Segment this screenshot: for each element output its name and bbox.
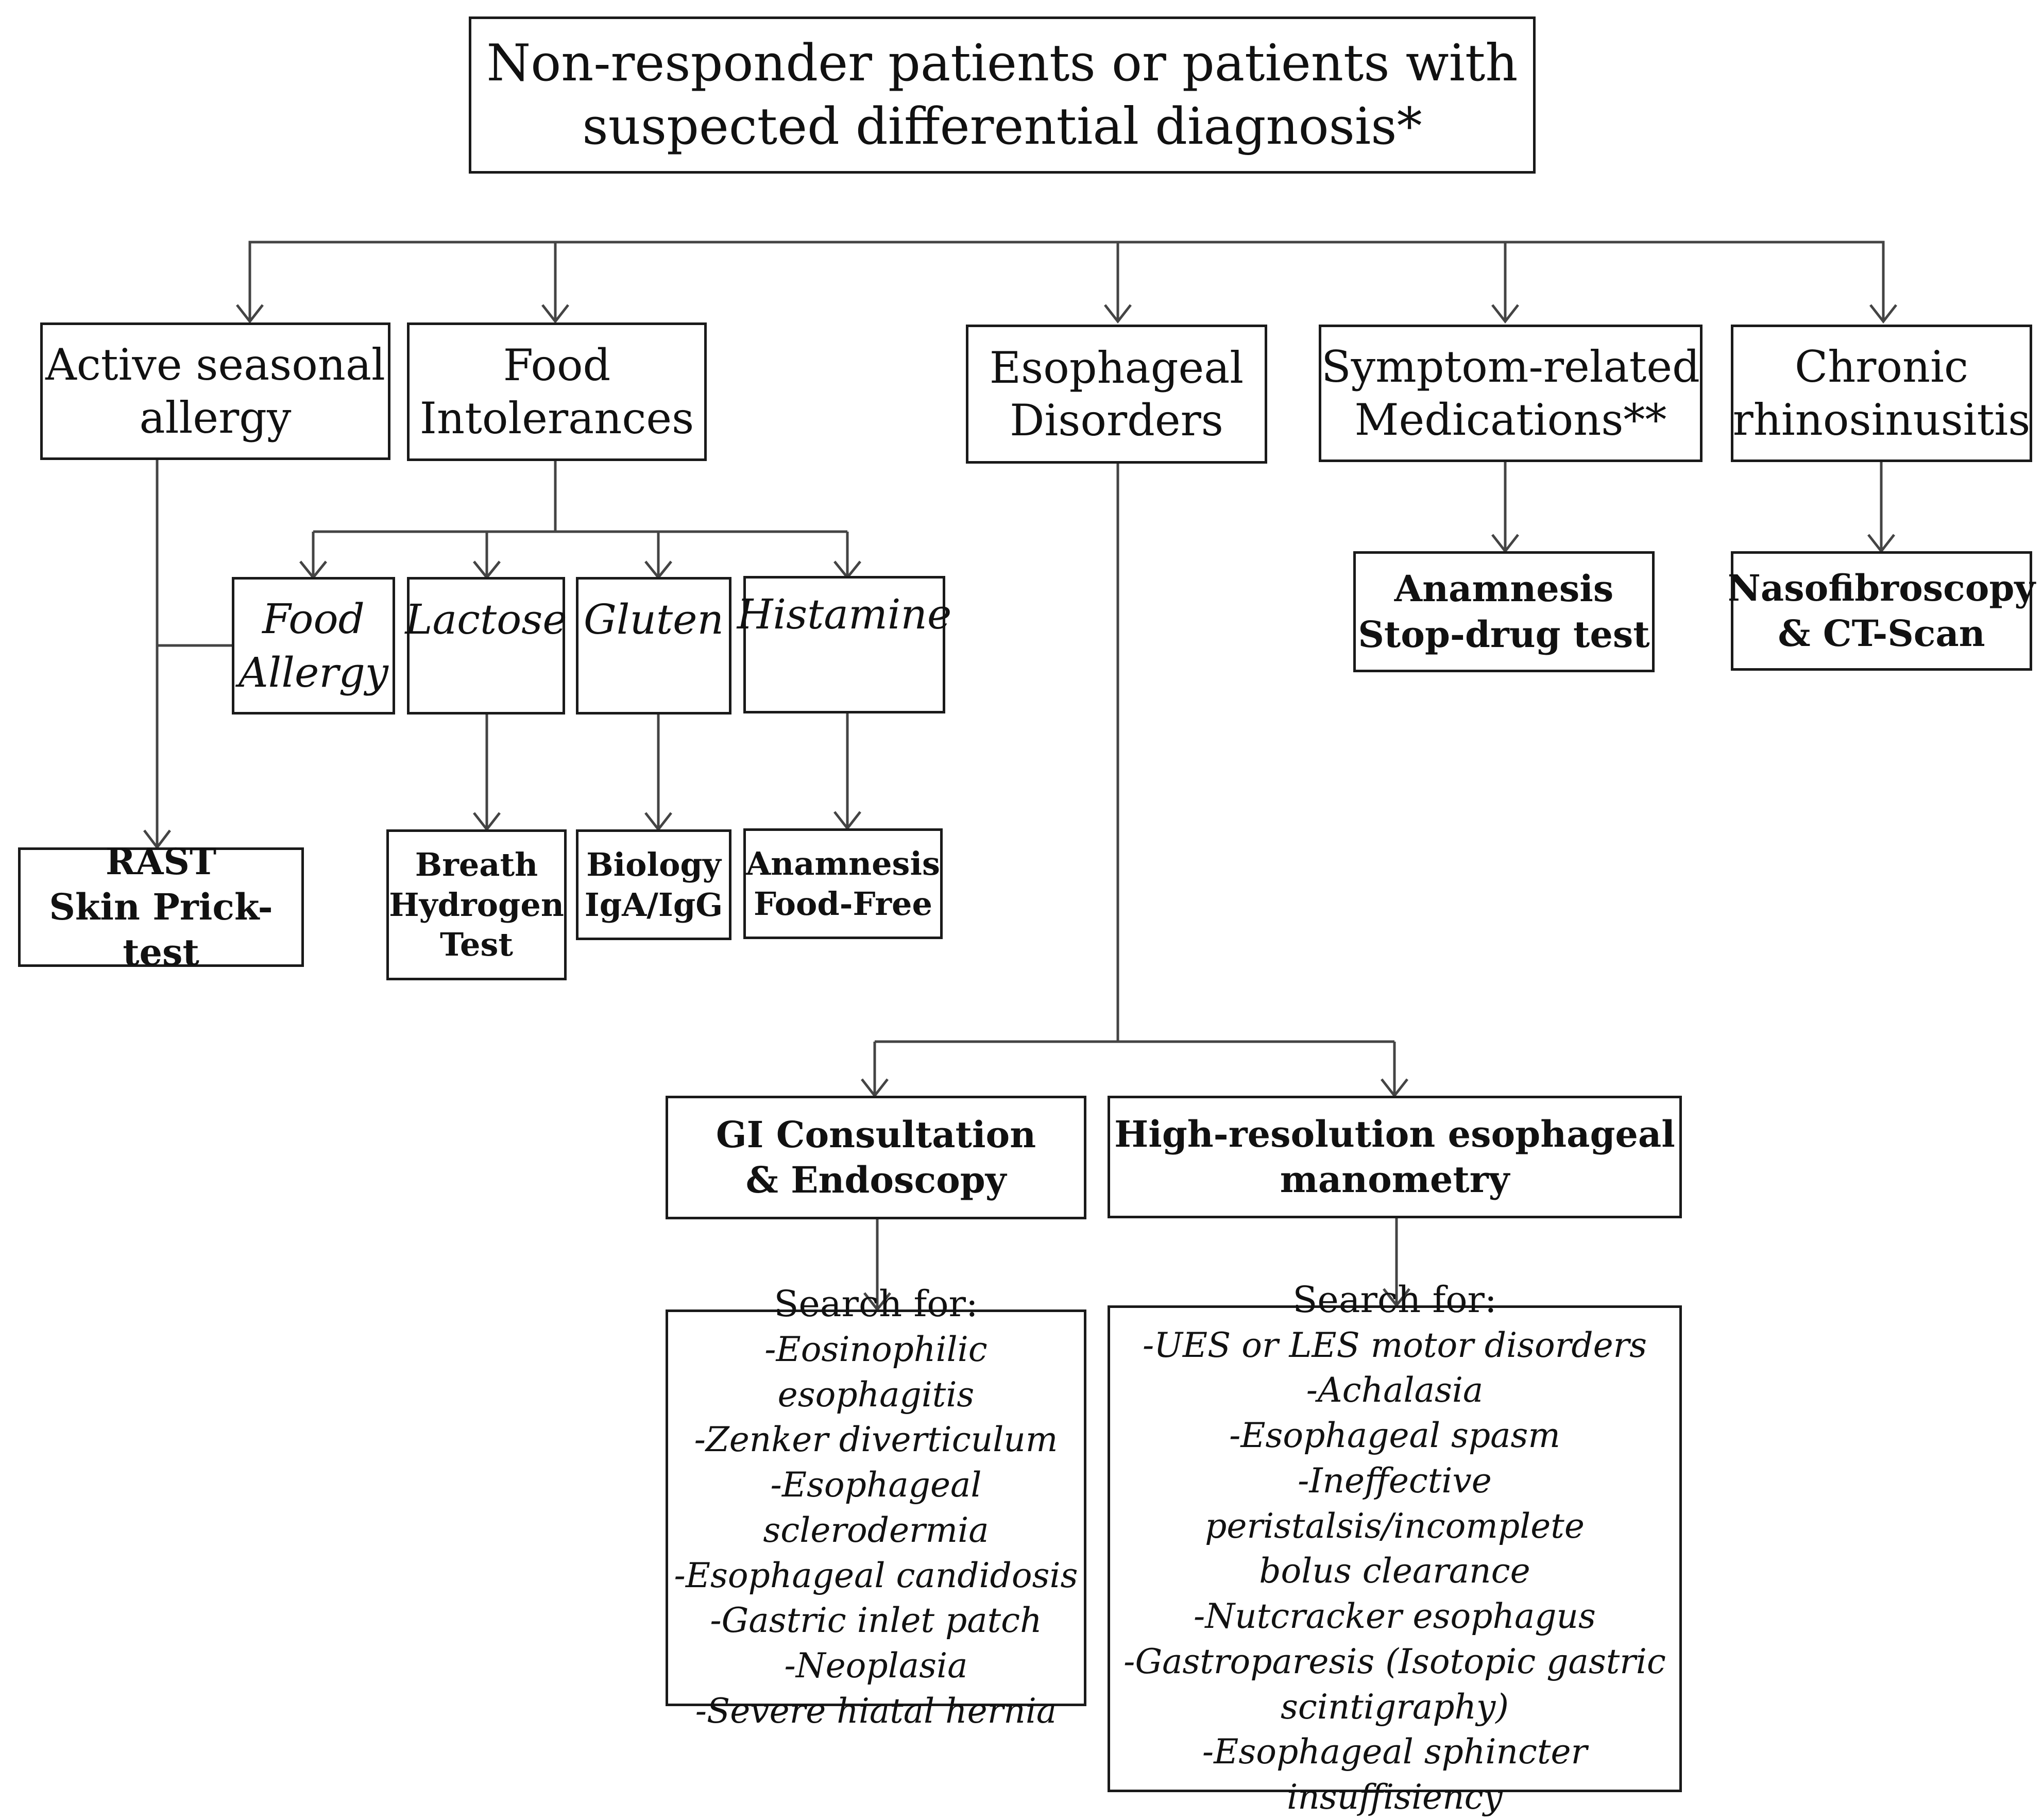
rast-box: RAST Skin Prick-test xyxy=(18,840,304,974)
gi-search-heading: Search for: xyxy=(774,1283,978,1325)
gi-search-item: -Esophageal sclerodermia xyxy=(763,1465,989,1550)
connector-food-drops xyxy=(312,532,849,576)
manometry-search-item: -Esophageal spasm xyxy=(1229,1416,1560,1456)
biology-line-1: Biology xyxy=(586,846,721,883)
connector-root-bus xyxy=(248,241,1885,282)
manometry-search-item: -UES or LES motor disorders xyxy=(1142,1325,1647,1365)
gi-search-item: -Gastric inlet patch xyxy=(710,1601,1042,1641)
biology-box: Biology IgA/IgG xyxy=(576,829,731,940)
biology-line-2: IgA/IgG xyxy=(584,886,723,924)
category-chronic-rhinosinusitis: Chronic rhinosinusitis xyxy=(1731,325,2032,462)
lactose-label: Lactose xyxy=(405,596,567,643)
manometry-box: High-resolution esophageal manometry xyxy=(1108,1096,1682,1218)
food-intol-line-2: Intolerances xyxy=(419,393,694,444)
gi-search-box: Search for: -Eosinophilic esophagitis -Z… xyxy=(666,1283,1086,1731)
esophageal-line-1: Esophageal xyxy=(989,342,1244,393)
medications-line-2: Medications** xyxy=(1354,394,1667,445)
gi-consultation-box: GI Consultation & Endoscopy xyxy=(666,1096,1086,1219)
gluten-box: Gluten xyxy=(576,577,731,715)
seasonal-line-1: Active seasonal xyxy=(45,339,385,390)
nasofibroscopy-box: Nasofibroscopy & CT-Scan xyxy=(1727,551,2036,671)
food-intol-line-1: Food xyxy=(503,340,611,391)
histamine-box: Histamine xyxy=(737,576,951,713)
food-allergy-box: Food Allergy xyxy=(232,577,395,715)
gluten-label: Gluten xyxy=(583,596,724,643)
manometry-search-heading: Search for: xyxy=(1292,1279,1497,1321)
anamnesis-stop-drug-box: Anamnesis Stop-drug test xyxy=(1353,551,1655,672)
rast-line-1: RAST xyxy=(105,840,217,883)
manometry-title-line-1: High-resolution esophageal xyxy=(1114,1112,1675,1155)
category-food-intolerances: Food Intolerances xyxy=(407,322,707,461)
category-seasonal-allergy: Active seasonal allergy xyxy=(40,322,390,460)
root-line-2: suspected differential diagnosis* xyxy=(582,97,1422,156)
anamnesis-food-free-box: Anamnesis Food-Free xyxy=(743,828,943,939)
gi-search-item: -Neoplasia xyxy=(784,1646,968,1686)
food-allergy-line-2: Allergy xyxy=(239,648,388,696)
esophageal-line-2: Disorders xyxy=(1010,395,1223,446)
rast-line-2: Skin Prick-test xyxy=(49,885,273,974)
category-esophageal-disorders: Esophageal Disorders xyxy=(966,325,1267,464)
medications-line-1: Symptom-related xyxy=(1321,342,1700,393)
arrowhead-rhino xyxy=(1869,304,1897,324)
manometry-search-item: -Nutcracker esophagus xyxy=(1194,1596,1596,1637)
root-line-1: Non-responder patients or patients with xyxy=(486,34,1518,93)
manometry-search-box: Search for: -UES or LES motor disorders … xyxy=(1108,1279,1682,1817)
arrowhead-esophageal xyxy=(1104,304,1132,324)
nasofib-line-1: Nasofibroscopy xyxy=(1727,566,2036,609)
arrowheads-food-sub xyxy=(299,560,861,580)
gi-title-line-1: GI Consultation xyxy=(716,1113,1036,1156)
root-box: Non-responder patients or patients with … xyxy=(469,16,1536,174)
manometry-search-item: bolus clearance xyxy=(1259,1551,1530,1591)
breath-test-box: Breath Hydrogen Test xyxy=(386,829,567,980)
arrowhead-medications xyxy=(1491,304,1519,324)
food-allergy-line-1: Food xyxy=(262,594,365,643)
breath-line-1: Breath xyxy=(415,846,538,884)
arrowheads-esophageal-sub xyxy=(861,1078,1408,1098)
manometry-search-item: -Achalasia xyxy=(1306,1370,1484,1410)
category-symptom-medications: Symptom-related Medications** xyxy=(1319,325,1703,462)
breath-line-3: Test xyxy=(439,926,513,964)
seasonal-line-2: allergy xyxy=(139,392,292,443)
gi-title-line-2: & Endoscopy xyxy=(745,1159,1007,1201)
anamnesis-food-line-2: Food-Free xyxy=(754,885,932,923)
nasofib-line-2: & CT-Scan xyxy=(1778,612,1985,655)
manometry-search-item: -Ineffective peristalsis/incomplete xyxy=(1205,1460,1585,1546)
arrowheads-tests xyxy=(473,811,861,832)
manometry-search-item: scintigraphy) xyxy=(1280,1687,1509,1727)
gi-search-item: -Esophageal candidosis xyxy=(674,1555,1078,1595)
anamnesis-drug-line-1: Anamnesis xyxy=(1394,567,1614,610)
gi-search-item: -Eosinophilic esophagitis xyxy=(764,1329,988,1415)
anamnesis-drug-line-2: Stop-drug test xyxy=(1358,613,1650,656)
lactose-box: Lactose xyxy=(405,577,567,715)
gi-search-item: -Severe hiatal hernia xyxy=(695,1691,1057,1731)
rhino-line-2: rhinosinusitis xyxy=(1732,394,2031,445)
gi-search-item: -Zenker diverticulum xyxy=(694,1420,1058,1460)
breath-line-2: Hydrogen xyxy=(389,886,564,924)
manometry-title-line-2: manometry xyxy=(1280,1158,1510,1201)
anamnesis-food-line-1: Anamnesis xyxy=(746,845,940,882)
histamine-label: Histamine xyxy=(737,590,952,638)
arrowhead-seasonal xyxy=(236,304,264,324)
connector-esophageal-drops xyxy=(873,1042,1396,1094)
manometry-search-item: -Gastroparesis (Isotopic gastric xyxy=(1123,1641,1666,1681)
arrowhead-food-intol xyxy=(541,304,569,324)
manometry-search-item: -Esophageal sphincter insuffisiency xyxy=(1202,1732,1588,1817)
rhino-line-1: Chronic xyxy=(1794,342,1969,393)
